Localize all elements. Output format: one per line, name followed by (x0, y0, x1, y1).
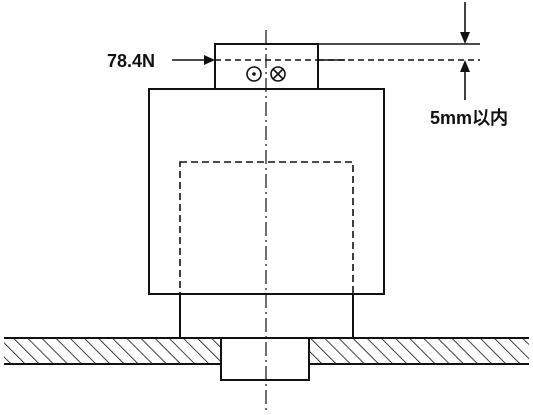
dimension-lines (318, 43, 480, 61)
base-plate-right (309, 338, 529, 364)
dot-circle-icon (246, 66, 262, 82)
base-plate-left (4, 338, 221, 364)
mounting-pin (220, 337, 310, 381)
force-arrow (172, 55, 215, 65)
base-plate (4, 337, 529, 365)
component-body (148, 88, 385, 295)
cross-circle-icon (270, 66, 286, 82)
dimension-arrow-down (460, 2, 470, 44)
deflection-label: 5mm以内 (430, 107, 508, 128)
dimension-arrow-up (460, 60, 470, 100)
force-label: 78.4N (107, 51, 155, 71)
